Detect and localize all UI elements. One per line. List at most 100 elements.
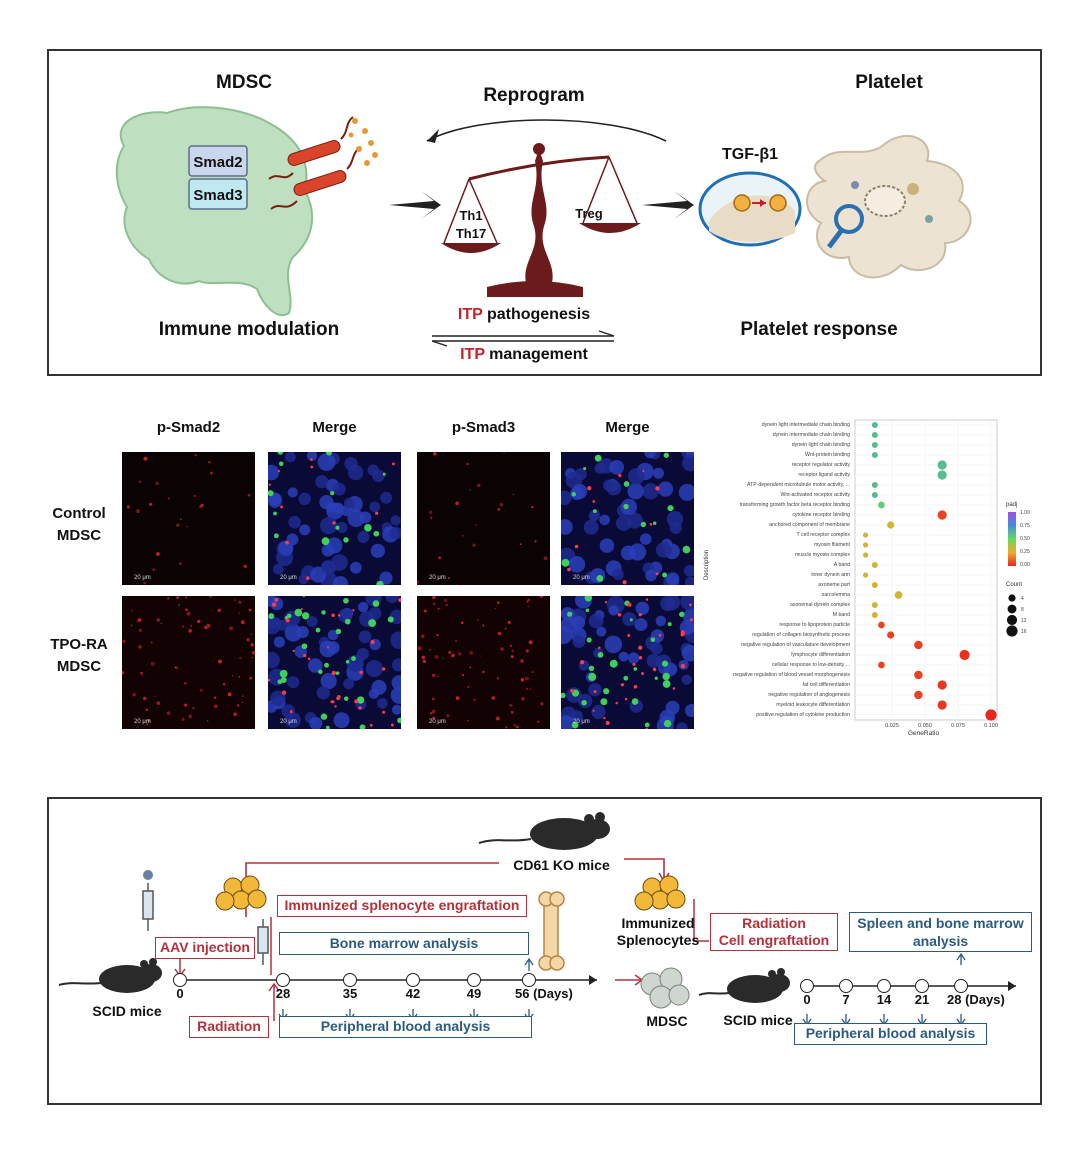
marker-dot	[667, 505, 674, 512]
signal-dot	[307, 657, 311, 661]
nucleus-dot	[594, 462, 606, 474]
row-label-control-line1: Control	[52, 505, 106, 522]
signal-dot	[190, 624, 193, 627]
signal-dot	[369, 723, 373, 727]
timeline-drawing	[58, 812, 1016, 1027]
immunized-line1: Immunized	[621, 915, 695, 931]
signal-dot	[310, 465, 314, 469]
signal-dot	[289, 710, 293, 714]
nucleus-dot	[357, 530, 370, 544]
signal-dot	[531, 670, 534, 674]
signal-dot	[455, 696, 460, 700]
signal-dot	[469, 651, 474, 655]
signal-dot	[499, 502, 504, 507]
marker-dot	[667, 622, 672, 627]
signal-dot	[147, 719, 151, 723]
signal-dot	[605, 720, 610, 725]
signal-dot	[574, 544, 579, 549]
signal-dot	[504, 627, 507, 630]
signal-dot	[390, 723, 394, 727]
signal-dot	[520, 678, 525, 682]
signal-dot	[509, 703, 513, 708]
signal-dot	[531, 505, 534, 509]
x-tick-label: 0.075	[951, 723, 965, 729]
timeline-right-node	[915, 979, 929, 993]
nucleus-dot	[683, 564, 696, 577]
signal-dot	[243, 564, 247, 569]
signal-dot	[448, 651, 452, 654]
mdsc-title: MDSC	[216, 72, 272, 93]
nucleus-dot	[634, 617, 648, 632]
go-point	[871, 611, 878, 619]
nucleus-dot	[273, 636, 285, 648]
count-legend-dot	[1006, 614, 1018, 626]
signal-dot	[446, 714, 450, 718]
signal-dot	[642, 469, 645, 472]
signal-dot	[430, 712, 433, 715]
signal-dot	[140, 671, 143, 675]
go-term-label: axoneme part	[818, 581, 850, 588]
signal-dot	[658, 633, 662, 637]
signal-dot	[300, 608, 303, 611]
go-point	[871, 491, 878, 499]
go-point	[871, 431, 878, 439]
marker-dot	[382, 472, 386, 476]
signal-dot	[332, 521, 336, 525]
signal-dot	[188, 714, 193, 719]
nucleus-dot	[348, 655, 364, 671]
nucleus-dot	[390, 631, 408, 649]
radiation-left-label: Radiation	[189, 1016, 269, 1038]
panel-control-psmad3: 20 μm	[415, 452, 550, 586]
signal-dot	[209, 595, 212, 598]
platelet-title: Platelet	[855, 72, 923, 93]
go-point	[878, 621, 885, 629]
nucleus-dot	[368, 607, 382, 620]
right-arrow	[642, 191, 694, 219]
timeline-left-day-label: 28	[275, 986, 291, 1001]
signal-dot	[277, 469, 281, 473]
nucleus-dot	[270, 597, 284, 611]
signal-dot	[285, 618, 290, 623]
go-point	[871, 451, 878, 459]
signal-dot	[186, 525, 189, 528]
signal-dot	[131, 609, 134, 612]
nucleus-dot	[609, 459, 625, 475]
plot-background	[854, 419, 998, 721]
scale-bar: 20 μm	[134, 575, 151, 581]
signal-dot	[143, 581, 146, 585]
nucleus-dot	[608, 605, 619, 616]
row-label-control-line2: MDSC	[56, 527, 102, 544]
splenocyte-cells-icon-right	[634, 875, 686, 911]
smad3-label: Smad3	[193, 187, 243, 204]
marker-dot	[682, 545, 691, 554]
count-legend-dot	[1008, 594, 1016, 602]
signal-dot	[432, 602, 436, 606]
signal-dot	[445, 604, 448, 607]
nucleus-dot	[343, 497, 355, 509]
signal-dot	[421, 634, 425, 638]
marker-dot	[662, 572, 668, 578]
signal-dot	[482, 624, 485, 627]
signal-dot	[200, 503, 204, 508]
timeline-left-day-label: 42	[405, 986, 421, 1001]
go-point	[871, 441, 878, 449]
signal-dot	[567, 567, 571, 572]
go-point	[887, 631, 895, 639]
nucleus-dot	[285, 712, 301, 728]
timeline-right-day-label: 7	[842, 992, 850, 1007]
marker-dot	[344, 618, 351, 625]
marker-dot	[640, 521, 647, 528]
nucleus-dot	[680, 592, 698, 611]
immune-modulation-label: Immune modulation	[158, 319, 340, 340]
marker-dot	[317, 669, 323, 675]
signal-dot	[438, 556, 442, 560]
signal-dot	[182, 625, 185, 628]
signal-dot	[592, 709, 595, 712]
bone-icon	[538, 891, 565, 971]
timeline-left-day-label: 49	[466, 986, 482, 1001]
count-tick-label: 8	[1021, 607, 1024, 613]
signal-dot	[271, 602, 277, 607]
signal-dot	[238, 675, 241, 678]
tgf-particles	[348, 118, 378, 166]
signal-dot	[138, 480, 142, 484]
